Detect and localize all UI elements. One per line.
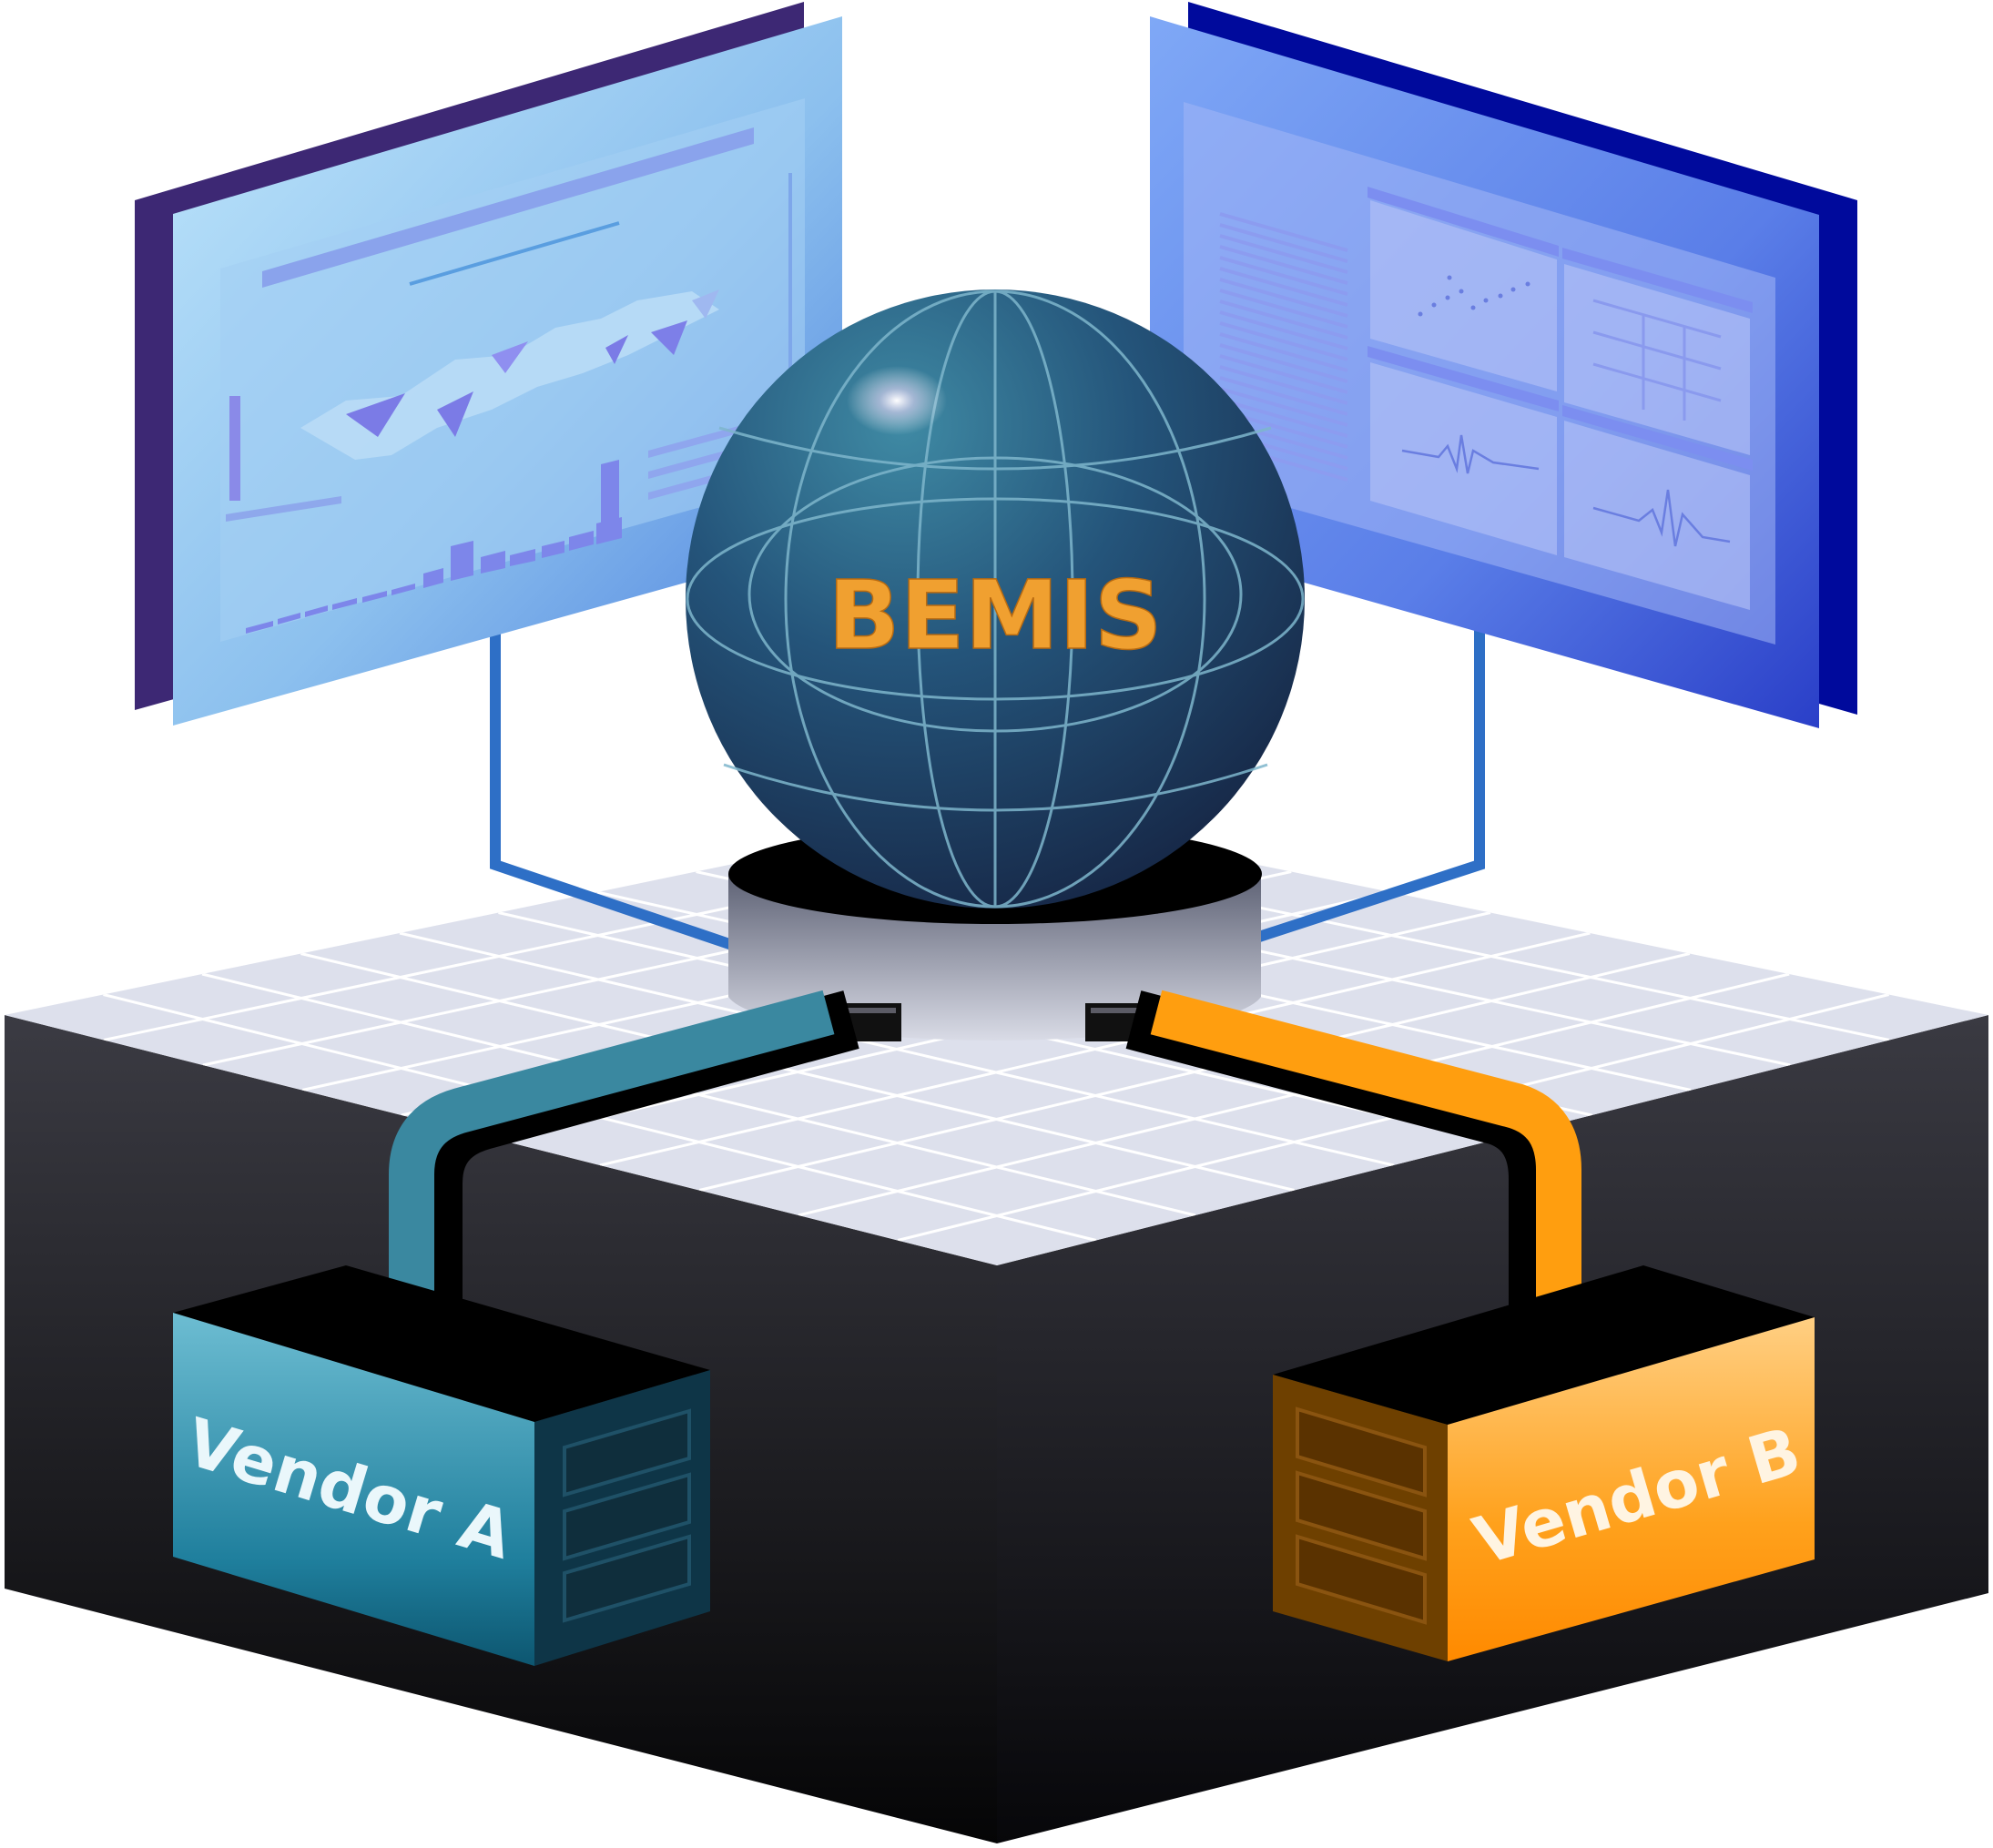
text-line	[1219, 398, 1348, 438]
grid-line	[599, 931, 1591, 1167]
text-line	[1219, 354, 1348, 394]
map-graphic	[300, 289, 719, 460]
vendor-a-box-front	[173, 1313, 534, 1666]
map-legend-bar	[229, 396, 240, 501]
text-line	[1219, 343, 1348, 383]
right-monitor	[1150, 2, 1857, 728]
platform	[5, 810, 1988, 1843]
text-line	[1219, 300, 1348, 340]
vendor-b-box-top	[1273, 1265, 1815, 1425]
bemis-globe: BEMIS	[686, 289, 1305, 909]
vendor-b-connector	[1125, 990, 1581, 1366]
text-line	[1219, 332, 1348, 372]
text-line	[1219, 365, 1348, 405]
text-line	[1219, 245, 1348, 285]
right-monitor-cable	[1255, 628, 1485, 943]
vendor-a-connector	[389, 990, 859, 1347]
text-line	[1219, 310, 1348, 350]
text-line	[1219, 223, 1348, 263]
vendor-a-drive-slots	[563, 1408, 691, 1623]
grid-line	[798, 972, 1790, 1217]
right-monitor-text-column	[1219, 212, 1348, 482]
text-line	[1219, 256, 1348, 296]
text-line	[1219, 278, 1348, 318]
text-line	[1219, 321, 1348, 361]
right-monitor-charts	[1368, 187, 1753, 610]
text-line	[1219, 212, 1348, 252]
left-monitor-title-line	[409, 221, 620, 286]
globe-highlight	[847, 366, 947, 435]
left-monitor-cable	[490, 628, 739, 952]
left-monitor-bar-chart	[246, 460, 622, 634]
vendor-b-box-front	[1448, 1317, 1815, 1661]
vendor-a-box-top	[173, 1265, 710, 1422]
text-line	[1219, 267, 1348, 307]
monitor-links	[490, 628, 1485, 952]
left-monitor-header-bar	[262, 127, 754, 288]
text-line	[1219, 234, 1348, 274]
vendor-b-box: Vendor B	[1273, 1265, 1815, 1661]
globe-gridlines	[686, 289, 1305, 909]
text-line	[1219, 387, 1348, 427]
vendor-b-drive-slots	[1296, 1406, 1427, 1625]
text-line	[1219, 376, 1348, 416]
grid-line	[698, 952, 1691, 1192]
left-monitor	[135, 2, 842, 726]
vendor-a-box: Vendor A	[173, 1265, 710, 1666]
bemis-label: BEMIS	[828, 560, 1162, 671]
text-line	[1219, 289, 1348, 329]
